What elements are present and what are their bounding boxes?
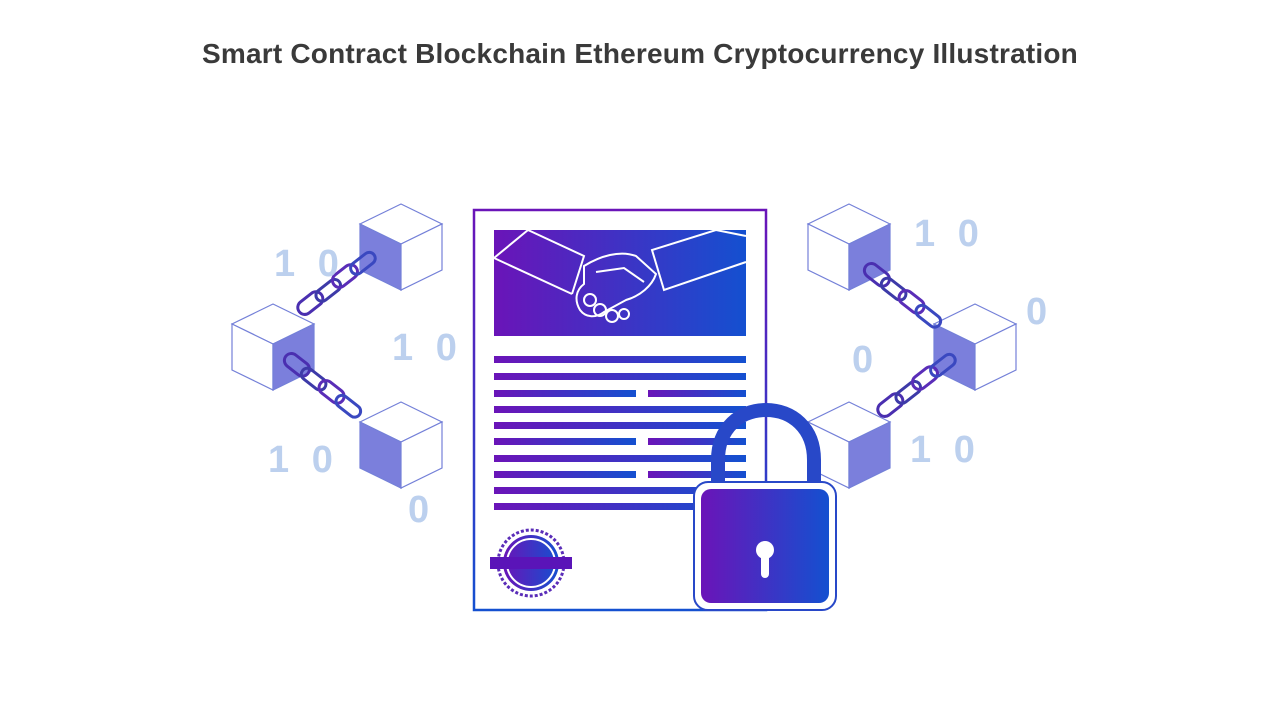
right-blockchain-cluster: 1 0 0 0 1 0 (807, 203, 1053, 489)
cube-icon (807, 203, 891, 291)
left-blockchain-cluster: 1 0 1 0 1 0 0 (231, 203, 463, 531)
binary-digits: 1 0 (268, 439, 339, 481)
binary-digits: 1 0 (910, 429, 981, 471)
binary-digits: 1 0 (274, 243, 345, 285)
page-title: Smart Contract Blockchain Ethereum Crypt… (202, 38, 1078, 69)
binary-digits: 0 (408, 489, 435, 531)
cube-icon (359, 203, 443, 291)
binary-digits: 1 0 (392, 327, 463, 369)
padlock-icon (693, 402, 837, 611)
binary-digits: 1 0 (914, 213, 985, 255)
binary-digits: 0 (1026, 291, 1053, 333)
cube-icon (359, 401, 443, 489)
contract-document-icon (472, 208, 768, 612)
keyhole-icon (756, 541, 774, 578)
handshake-icon (493, 228, 747, 336)
cube-icon (933, 303, 1017, 391)
binary-digits: 0 (852, 339, 879, 381)
contract-text-lines (494, 356, 746, 510)
seal-icon (490, 528, 572, 598)
